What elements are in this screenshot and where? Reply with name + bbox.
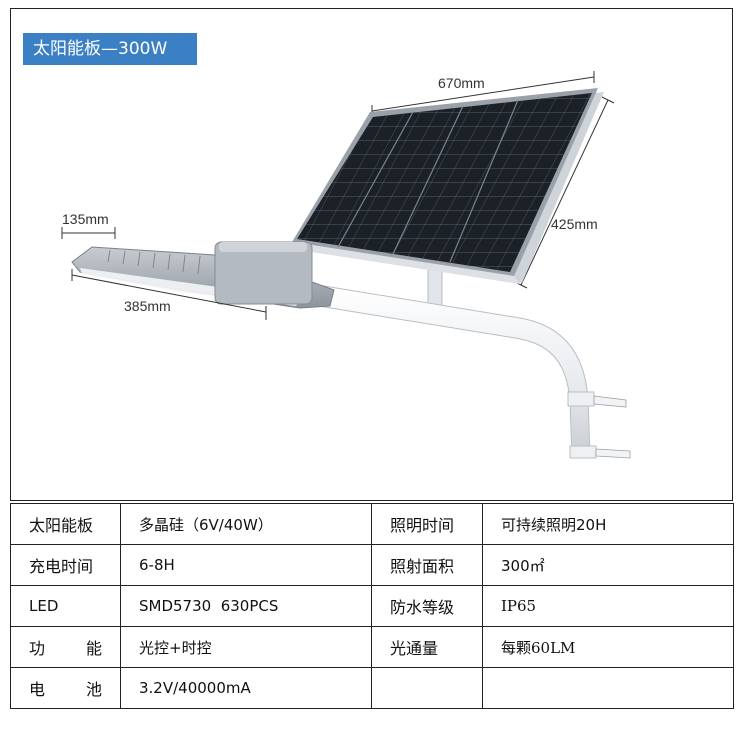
spec-label: 电池: [10, 667, 121, 709]
spec-label: 太阳能板: [10, 503, 121, 545]
lamp-head: [71, 241, 335, 309]
street-light-illustration: [61, 71, 631, 459]
spec-label: 光通量: [371, 626, 483, 668]
spec-value: IP65: [482, 585, 734, 627]
product-title-badge: 太阳能板—300W: [23, 33, 197, 65]
table-row: 电池 3.2V/40000mA: [10, 667, 734, 709]
spec-value: SMD5730 630PCS: [120, 585, 372, 627]
spec-label: 充电时间: [10, 544, 121, 586]
spec-value: 光控+时控: [120, 626, 372, 668]
spec-label: 照射面积: [371, 544, 483, 586]
spec-value: 每颗60LM: [482, 626, 734, 668]
light-arm: [311, 284, 631, 459]
table-row: LED SMD5730 630PCS 防水等级 IP65: [10, 585, 734, 627]
spec-label-part: 电: [29, 680, 46, 699]
table-row: 充电时间 6-8H 照射面积 300㎡: [10, 544, 734, 586]
panel-height-label: 425mm: [551, 216, 598, 232]
spec-label: 防水等级: [371, 585, 483, 627]
spec-label: LED: [10, 585, 121, 627]
table-row: 太阳能板 多晶硅（6V/40W） 照明时间 可持续照明20H: [10, 503, 734, 545]
spec-label-part: 能: [85, 639, 102, 658]
table-row: 功能 光控+时控 光通量 每颗60LM: [10, 626, 734, 668]
spec-value: 3.2V/40000mA: [120, 667, 372, 709]
solar-panel: [292, 88, 604, 284]
spec-value: [482, 667, 734, 709]
dimension-line-lamp-length: [71, 269, 267, 320]
lamp-length-label: 385mm: [124, 298, 171, 314]
spec-label: [371, 667, 483, 709]
spec-label-part: 功: [29, 639, 46, 658]
spec-table: 太阳能板 多晶硅（6V/40W） 照明时间 可持续照明20H 充电时间 6-8H…: [10, 503, 734, 709]
spec-label: 功能: [10, 626, 121, 668]
spec-value: 可持续照明20H: [482, 503, 734, 545]
panel-width-label: 670mm: [438, 75, 485, 91]
spec-value: 6-8H: [120, 544, 372, 586]
lamp-width-label: 135mm: [62, 211, 109, 227]
spec-label-part: 池: [85, 680, 102, 699]
spec-label: 照明时间: [371, 503, 483, 545]
spec-value: 300㎡: [482, 544, 734, 586]
dimension-line-lamp-width: [61, 227, 116, 239]
spec-value: 多晶硅（6V/40W）: [120, 503, 372, 545]
